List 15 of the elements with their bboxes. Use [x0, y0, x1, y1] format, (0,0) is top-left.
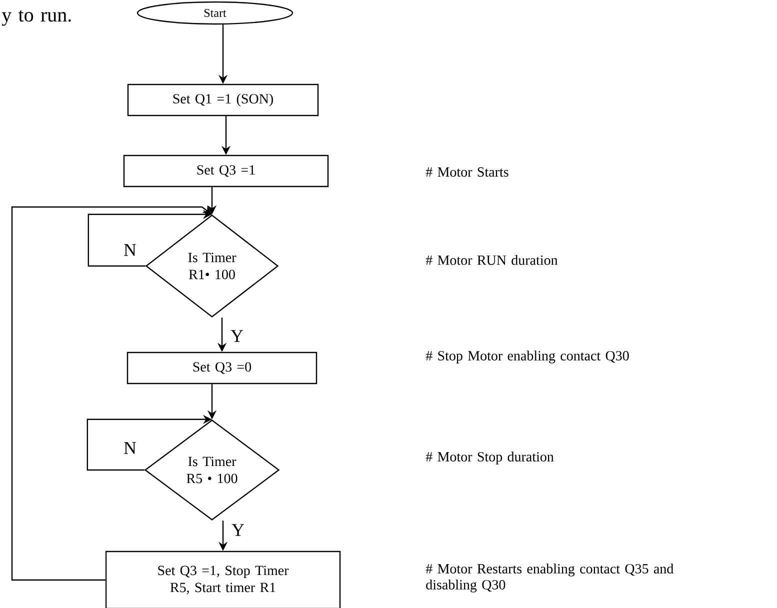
- heading-fragment: y to run.: [2, 10, 71, 26]
- process-box: Set Q3 =0: [126, 352, 318, 384]
- edge-label: N: [124, 244, 136, 256]
- edge-label: Y: [232, 524, 244, 536]
- process-box: Set Q1 =1 (SON): [127, 84, 319, 116]
- comment-text: # Stop Motor enabling contact Q30: [426, 350, 629, 364]
- edge-label: Y: [230, 330, 244, 342]
- edge-label: N: [124, 442, 136, 454]
- comment-text: # Motor Stop duration: [426, 452, 554, 464]
- comment-text: # Motor Restarts enabling contact Q35 and disabling Q30: [426, 564, 674, 592]
- process-box: Set Q3 =1, Stop Timer R5, Start timer R1: [105, 550, 341, 608]
- comment-text: # Motor Starts: [426, 167, 508, 177]
- process-box: Set Q3 =1: [123, 154, 329, 188]
- comment-text: # Motor RUN duration: [426, 255, 558, 265]
- return-arrow: [11, 205, 212, 581]
